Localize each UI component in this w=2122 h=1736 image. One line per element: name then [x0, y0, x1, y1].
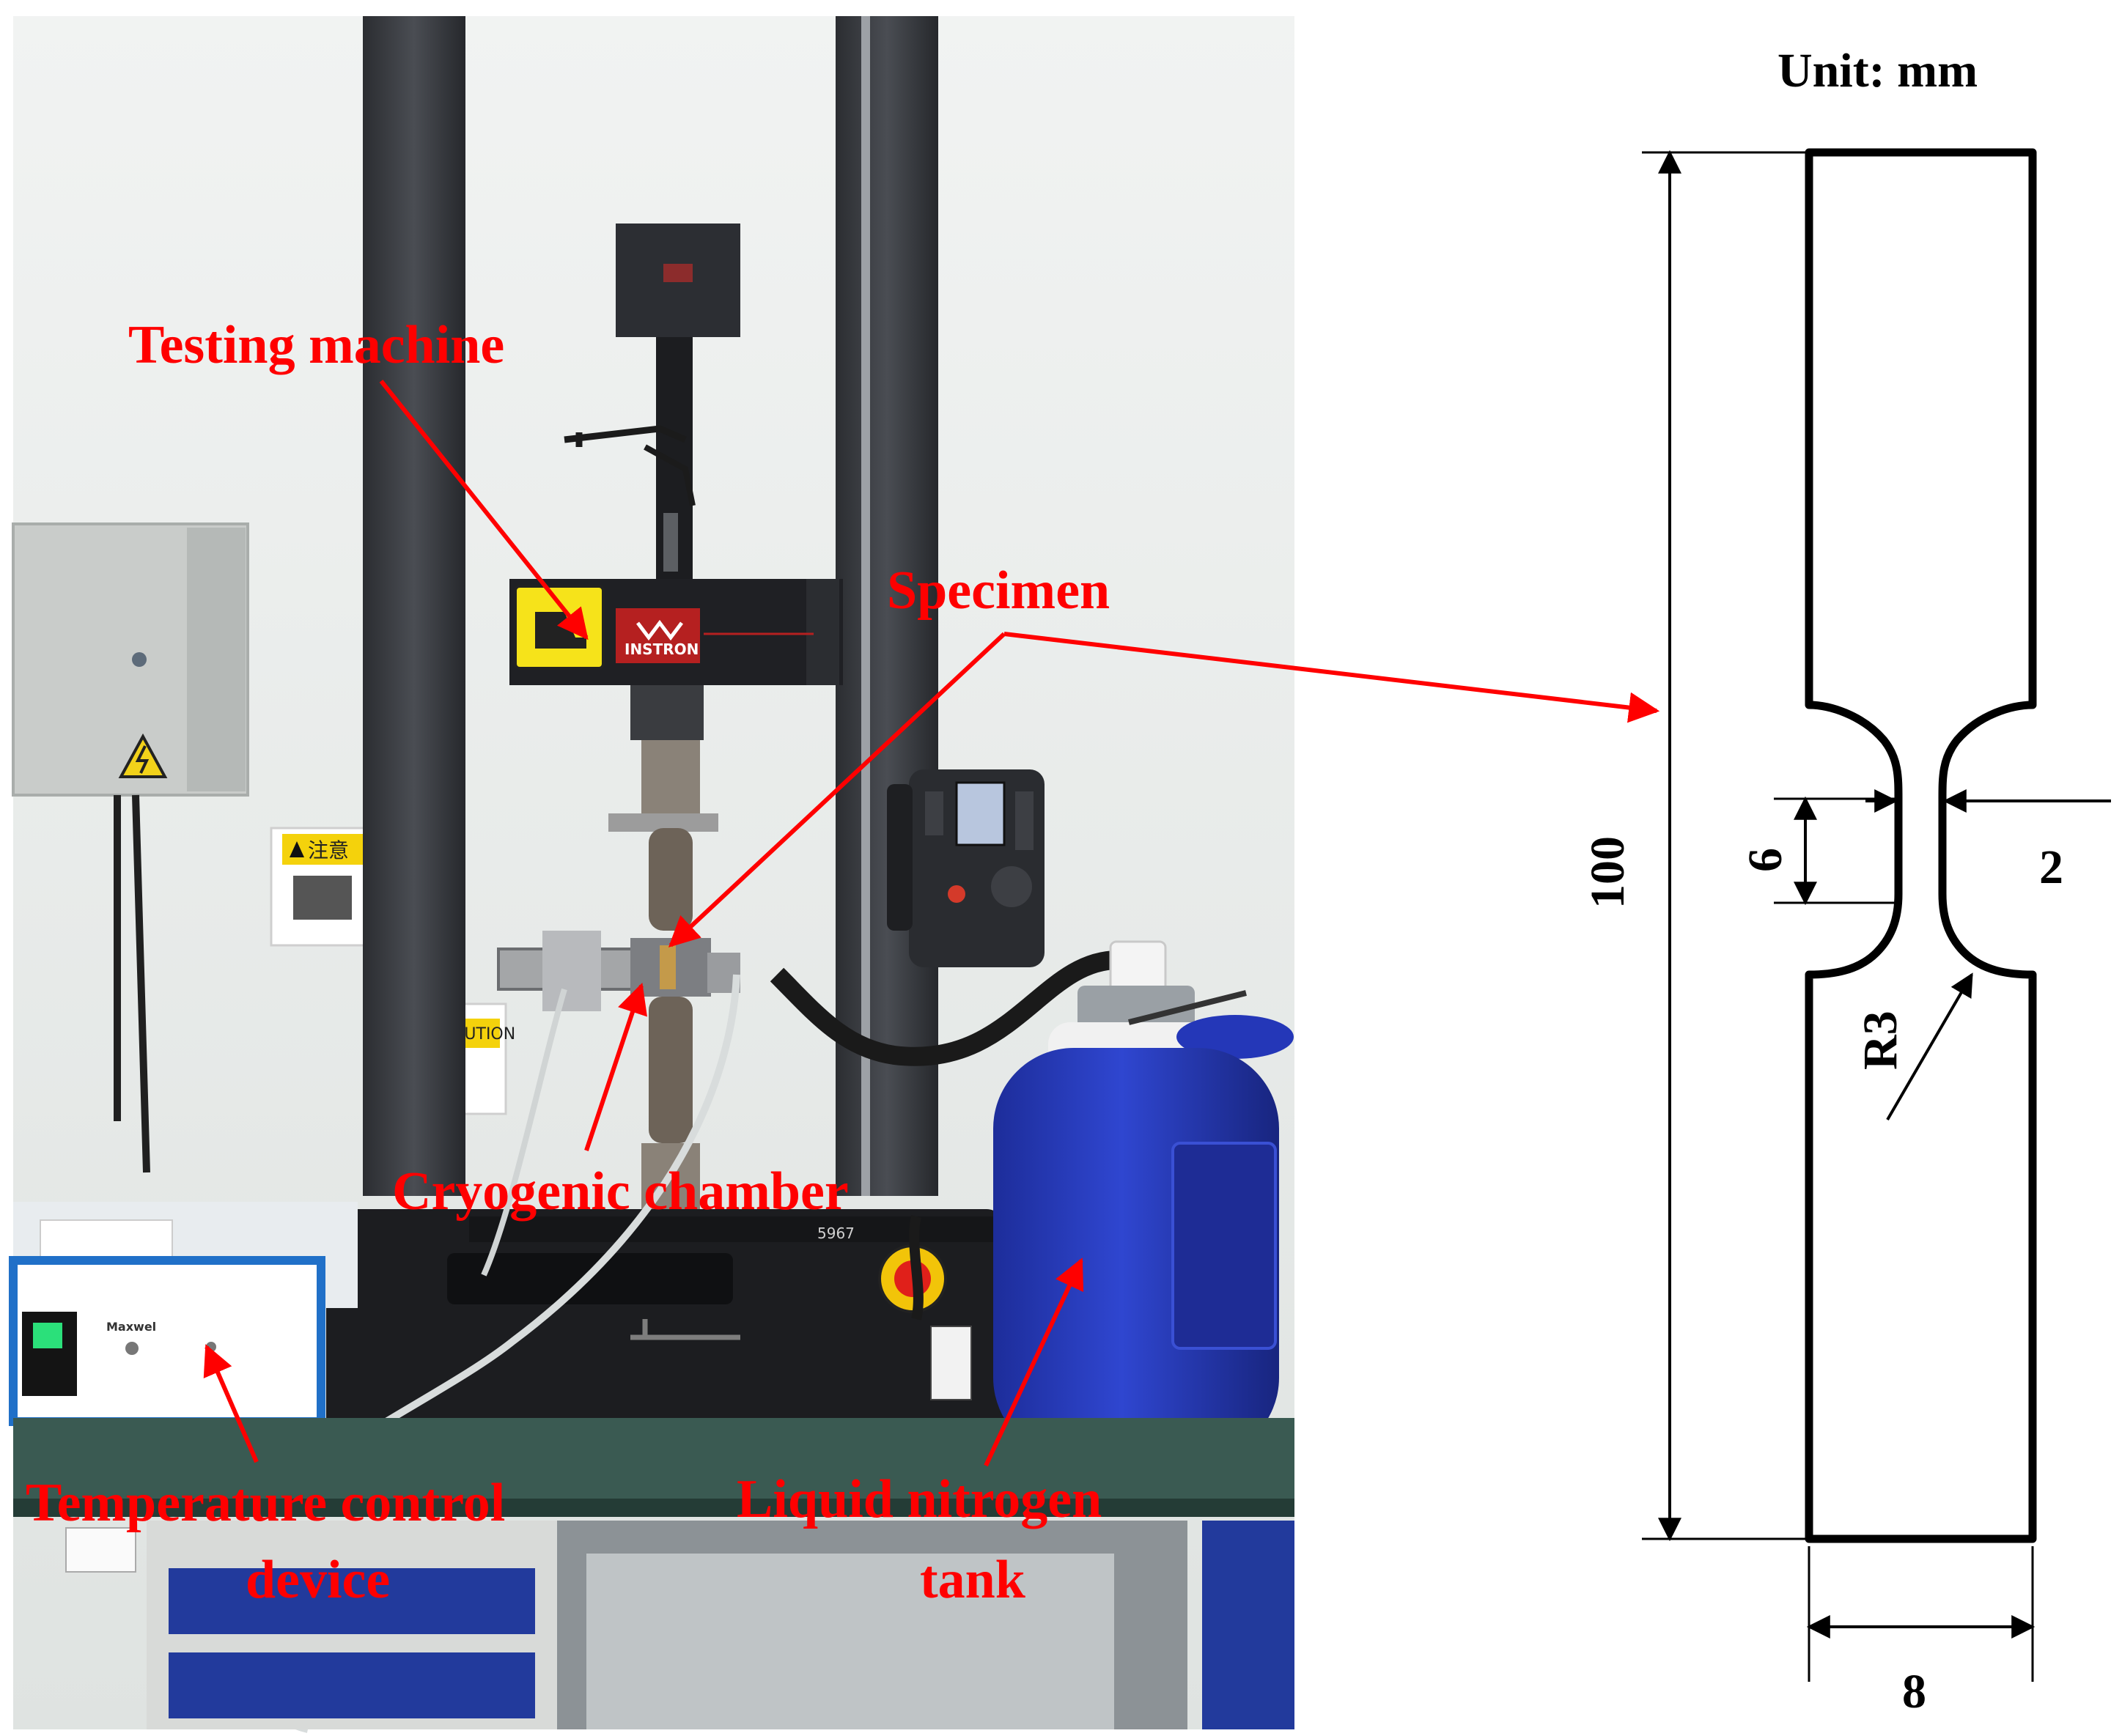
specimen-drawing: Unit: mm 100 6 2 R3 8	[1581, 44, 2111, 1718]
dim-length-value: 100	[1581, 836, 1635, 909]
right-column	[836, 16, 938, 1196]
dim-radius-leader	[1886, 972, 1973, 1121]
label-temperature-control-line2: device	[246, 1550, 390, 1610]
lab-photo: 注意 注意 CAUTION	[9, 16, 1294, 1733]
specimen-arrow-photo	[668, 632, 1006, 948]
workbench	[13, 1418, 1294, 1729]
instron-logo: INSTRON	[625, 640, 699, 658]
machine-model: 5967	[817, 1225, 855, 1242]
electrical-box	[12, 522, 249, 1173]
label-liquid-nitrogen-line2: tank	[920, 1550, 1026, 1610]
testing-machine: INSTRON 5967	[326, 16, 1004, 1444]
testing-machine-arrow	[379, 380, 589, 640]
high-voltage-icon	[118, 733, 168, 778]
left-column	[363, 16, 465, 1196]
dim-gauge-length-value: 6	[1739, 848, 1792, 872]
caution-sign-1-text: 注意	[308, 838, 349, 863]
controller-brand: Maxwel	[106, 1320, 156, 1334]
label-testing-machine: Testing machine	[128, 315, 504, 375]
temperature-control-device: Maxwel	[9, 1202, 358, 1426]
liquid-nitrogen-arrow	[984, 1257, 1084, 1467]
caution-sign-1: 注意	[270, 827, 394, 947]
specimen-link-arrow	[1003, 632, 1660, 723]
unit-label: Unit: mm	[1777, 44, 1978, 97]
dim-width-value: 8	[1902, 1665, 1926, 1718]
label-cryogenic-chamber: Cryogenic chamber	[392, 1161, 849, 1222]
cryogenic-chamber-arrow	[584, 983, 647, 1151]
dim-gauge-width-value: 2	[2039, 841, 2063, 894]
liquid-nitrogen-tank	[993, 940, 1294, 1469]
label-specimen: Specimen	[887, 561, 1110, 621]
label-liquid-nitrogen-line1: Liquid nitrogen	[737, 1469, 1102, 1529]
temperature-control-arrow	[203, 1344, 259, 1463]
machine-base	[326, 1209, 1004, 1444]
nitrogen-hose	[770, 950, 1119, 1066]
specimen-outline	[1805, 148, 2037, 1543]
specimen-photo	[660, 945, 676, 989]
dim-radius-value: R3	[1854, 1011, 1907, 1070]
label-temperature-control-line1: Temperature control	[26, 1473, 505, 1533]
handset-controller	[887, 769, 1045, 967]
